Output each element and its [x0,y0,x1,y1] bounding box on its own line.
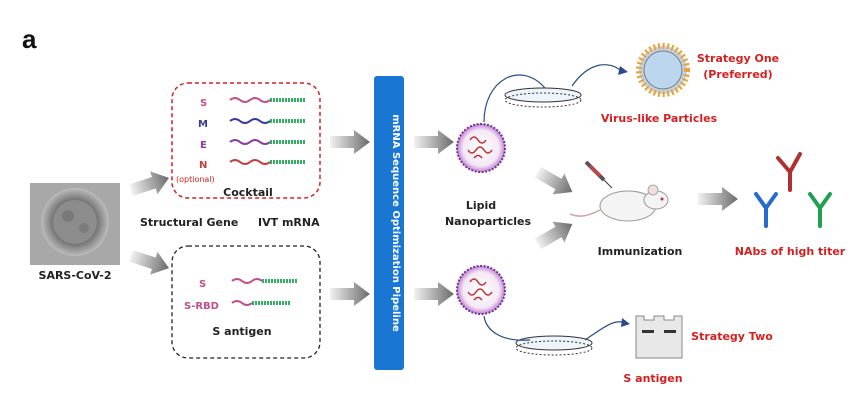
optional-note: (optional) [176,175,215,184]
cocktail-title: Cocktail [223,186,273,199]
arrow-lnp-to-mouse-top [531,161,579,203]
cocktail-gene-list: S M E N [198,98,208,171]
western-blot-icon [635,315,683,359]
arrow-s-antigen-to-pipeline [330,282,370,306]
strategy-one-label: Strategy One [697,52,779,65]
lnp-bottom [456,265,506,315]
strategy-one-preferred: (Preferred) [703,68,772,81]
s-antigen-output-label: S antigen [623,372,682,385]
cocktail-box [171,82,321,199]
arrow-pipeline-to-lnp-top [414,130,454,154]
cocktail-mrna-strands [229,97,306,165]
culture-dish-bottom [483,315,630,356]
s-antigen-box [171,245,321,359]
lnp-label-line2: Nanoparticles [445,215,532,228]
gene-s-rbd: S-RBD [184,301,219,312]
culture-dish-top [483,64,628,123]
lnp-top [456,123,506,173]
gene-s: S [200,98,207,109]
arrow-pipeline-to-lnp-bottom [414,282,454,306]
s-antigen-mrna-strands [231,278,298,306]
gene-s-2: S [199,279,206,290]
pipeline-label: mRNA Sequence Optimization Pipeline [390,114,401,332]
pipeline-bar [374,76,404,370]
antibody-green-icon [808,192,832,228]
gene-m: M [198,119,208,130]
virus-label: SARS-CoV-2 [39,269,112,282]
ivt-mrna-label: IVT mRNA [258,216,320,229]
structural-gene-label: Structural Gene [140,216,238,229]
strategy-two-label: Strategy Two [691,330,773,343]
arrow-lnp-to-mouse-bottom [531,213,579,255]
lnp-label-line1: Lipid [466,199,496,212]
arrow-virus-to-s-antigen [127,244,173,280]
antibody-blue-icon [754,192,778,228]
antibody-red-icon [776,152,802,192]
arrow-mouse-to-antibodies [698,187,738,211]
s-antigen-box-title: S antigen [212,325,271,338]
syringe-icon [584,160,613,189]
nabs-label: NAbs of high titer [735,245,846,258]
gene-e: E [200,140,207,151]
arrow-virus-to-cocktail [127,166,173,202]
virus-image [30,183,120,265]
gene-n: N [199,160,207,171]
mouse-icon [569,184,669,222]
arrow-cocktail-to-pipeline [330,130,370,154]
panel-label: a [22,24,37,54]
virus-like-particle [636,43,690,97]
immunization-label: Immunization [598,245,683,258]
vlp-label: Virus-like Particles [601,112,718,125]
